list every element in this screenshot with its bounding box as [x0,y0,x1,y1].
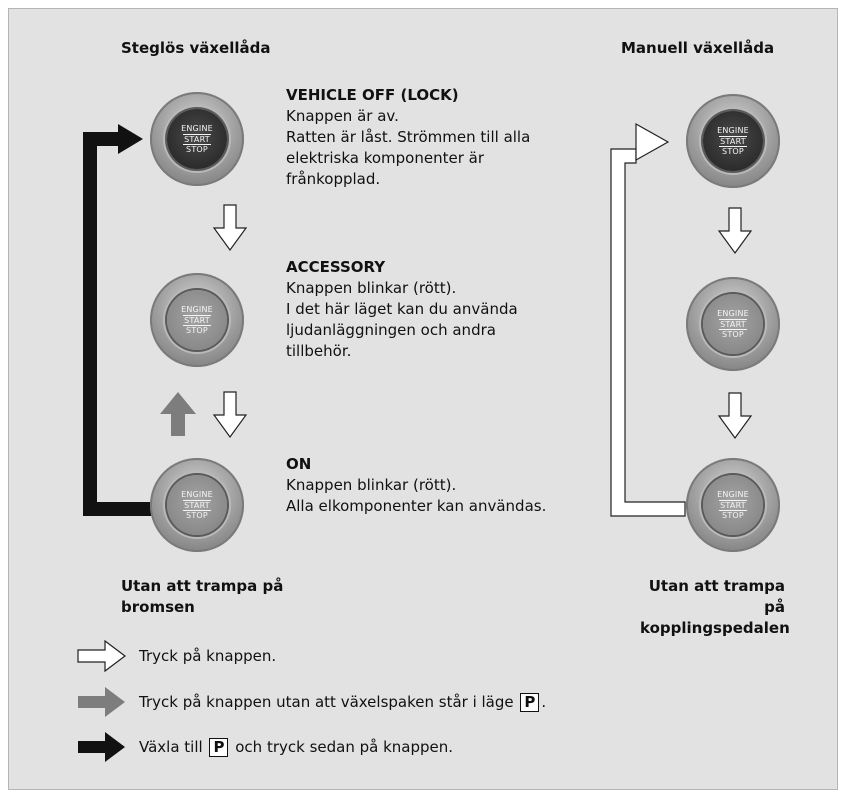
left-down-arrow-2 [212,391,248,439]
legend-white-arrow [77,639,126,673]
legend-gray-arrow [78,687,125,717]
left-footer: Utan att trampa på bromsen [121,577,284,616]
state-on-description: ON Knappen blinkar (rött). Alla elkompon… [286,455,547,515]
black-loop-arrowhead [118,124,143,154]
white-loop-arrowhead [635,122,670,162]
legend-black-arrow [78,732,125,762]
left-down-arrow-1 [212,204,248,252]
black-return-loop [83,132,155,516]
state-off-description: VEHICLE OFF (LOCK) Knappen är av. Ratten… [286,86,531,188]
right-down-arrow-2 [717,392,753,440]
white-return-loop [610,148,686,517]
left-up-arrow [160,392,196,436]
right-footer: Utan att trampa på kopplingspedalen [640,577,790,637]
legend-gray-text: Tryck på knappen utan att växelspaken st… [139,693,547,712]
state-accessory-description: ACCESSORY Knappen blinkar (rött). I det … [286,258,518,360]
left-heading: Steglös växellåda [121,39,271,57]
park-symbol: P [520,693,540,712]
legend-black-text: Växla till P och tryck sedan på knappen. [139,738,454,757]
legend-white-text: Tryck på knappen. [139,647,277,665]
right-heading: Manuell växellåda [621,39,775,57]
park-symbol: P [209,738,229,757]
right-down-arrow-1 [717,207,753,255]
state-on-title: ON [286,455,312,473]
state-off-title: VEHICLE OFF (LOCK) [286,86,459,104]
state-accessory-title: ACCESSORY [286,258,386,276]
